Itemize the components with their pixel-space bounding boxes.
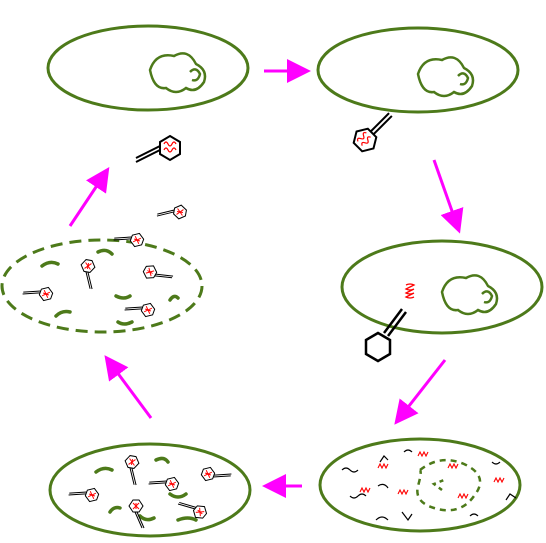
- arrow-up-right-icon: [68, 167, 110, 227]
- cycle-arrows: [68, 59, 464, 498]
- host-dna-fragments: [40, 248, 180, 326]
- arrow-down-left-icon: [394, 359, 447, 425]
- injected-viral-dna: [404, 283, 416, 299]
- cell-membrane: [48, 442, 252, 538]
- host-dna-fragments: [94, 456, 198, 522]
- released-phage-icon: [156, 200, 188, 222]
- stage-dna-injection: [340, 239, 544, 363]
- host-dna: [148, 52, 207, 94]
- cell-membrane: [340, 239, 544, 335]
- stage-replication: [318, 437, 522, 533]
- attached-phage-icon: [352, 112, 393, 153]
- viral-dna-fragments: [341, 449, 517, 522]
- stage-lysis: [0, 200, 204, 334]
- arrow-down-icon: [432, 159, 464, 234]
- viral-dna-copies: [359, 450, 505, 500]
- new-phage-icon: [128, 499, 145, 529]
- released-phage-icon: [140, 261, 174, 290]
- released-phage-icon: [22, 279, 55, 305]
- cell-membrane: [46, 24, 250, 112]
- empty-phage-icon: [364, 308, 407, 363]
- stage-assembly: [48, 442, 252, 538]
- released-phage-icon: [124, 295, 157, 321]
- released-phage-icon: [76, 258, 98, 290]
- arrow-up-left-icon: [104, 355, 153, 419]
- degraded-host-dna: [416, 458, 482, 512]
- stage-attachment: [316, 26, 520, 153]
- cell-membrane: [316, 26, 520, 114]
- new-phage-icon: [148, 469, 181, 495]
- cell-membrane: [318, 437, 522, 533]
- free-phage-icon: [135, 135, 181, 163]
- new-phage-icon: [68, 480, 101, 506]
- stage-bacterium-intact: [46, 24, 250, 163]
- ruptured-cell-membrane: [0, 238, 204, 334]
- new-phage-icon: [120, 454, 142, 486]
- host-dna: [416, 56, 475, 98]
- released-phage-icon: [113, 225, 146, 251]
- host-dna: [440, 274, 499, 316]
- new-phage-icon: [199, 463, 232, 489]
